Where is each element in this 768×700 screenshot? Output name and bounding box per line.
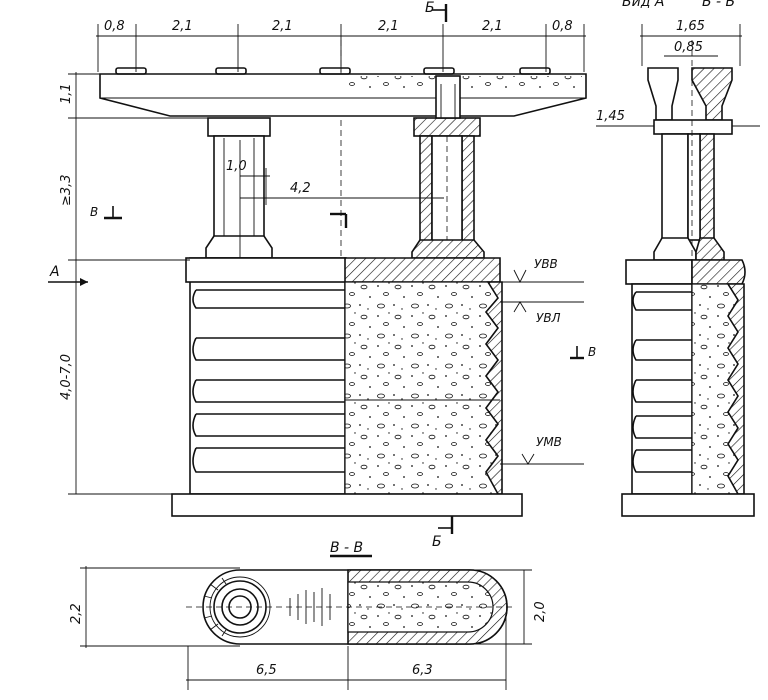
svg-text:Б: Б bbox=[432, 534, 442, 550]
water-level-uvl: УВЛ bbox=[500, 301, 584, 325]
dim-slab: 1,1 bbox=[59, 83, 74, 104]
plan-section: В - В 2,2 bbox=[69, 540, 548, 690]
pier-body-left bbox=[189, 257, 346, 495]
dim-body: 4,0-7,0 bbox=[59, 354, 74, 400]
left-dimension-chain bbox=[68, 72, 210, 495]
left-column bbox=[205, 117, 273, 259]
section-mark-a: А bbox=[48, 264, 88, 286]
svg-text:В: В bbox=[90, 205, 98, 219]
main-elevation: 0,8 2,1 2,1 2,1 2,1 0,8 Б bbox=[48, 0, 596, 550]
body-cap-section bbox=[344, 257, 501, 283]
dim-top-4: 2,1 bbox=[482, 19, 503, 34]
section-mark-v-right: В bbox=[570, 345, 596, 360]
dim-col-spacing: 4,2 bbox=[290, 181, 311, 196]
plan-dim-inner: 2,0 bbox=[533, 601, 548, 622]
right-column-section bbox=[411, 75, 485, 259]
side-view-title-left: Вид А bbox=[622, 0, 664, 10]
water-level-uvv: УВВ bbox=[500, 257, 584, 284]
bearing-plates bbox=[115, 67, 551, 75]
plan-title: В - В bbox=[330, 540, 363, 556]
dim-top-5: 0,8 bbox=[552, 19, 573, 34]
svg-text:А: А bbox=[49, 264, 60, 280]
side-view: Вид А Б - Б 1,65 0,85 1,45 bbox=[596, 0, 760, 517]
side-view-title-right: Б - Б bbox=[702, 0, 735, 10]
svg-text:УВВ: УВВ bbox=[534, 257, 558, 271]
body-concrete-core bbox=[344, 281, 500, 495]
plan-dim-width: 2,2 bbox=[69, 603, 84, 624]
dim-top-2: 2,1 bbox=[272, 19, 293, 34]
dim-col-width: 1,0 bbox=[226, 159, 247, 174]
dim-top-3: 2,1 bbox=[378, 19, 399, 34]
footing bbox=[171, 493, 523, 517]
plan-dim-right: 6,3 bbox=[412, 663, 433, 678]
top-dimension-chain bbox=[96, 24, 586, 72]
section-mark-v-left: В bbox=[90, 205, 122, 220]
section-mark-b-bottom: Б bbox=[432, 516, 454, 550]
svg-text:Б: Б bbox=[425, 0, 435, 16]
section-mark-b-top: Б bbox=[425, 0, 448, 22]
plan-dim-left: 6,5 bbox=[256, 663, 277, 678]
body-rings bbox=[192, 289, 345, 473]
dim-column: ≥3,3 bbox=[59, 174, 74, 206]
side-dim-width: 1,65 bbox=[676, 19, 705, 34]
svg-text:УВЛ: УВЛ bbox=[536, 311, 561, 325]
dim-top-1: 2,1 bbox=[172, 19, 193, 34]
side-dim-cap: 1,45 bbox=[596, 109, 625, 124]
side-dim-inner: 0,85 bbox=[674, 40, 703, 55]
svg-text:УМВ: УМВ bbox=[536, 435, 562, 449]
water-level-umv: УМВ bbox=[500, 435, 584, 465]
dim-top-0: 0,8 bbox=[104, 19, 125, 34]
svg-text:В: В bbox=[588, 345, 596, 359]
